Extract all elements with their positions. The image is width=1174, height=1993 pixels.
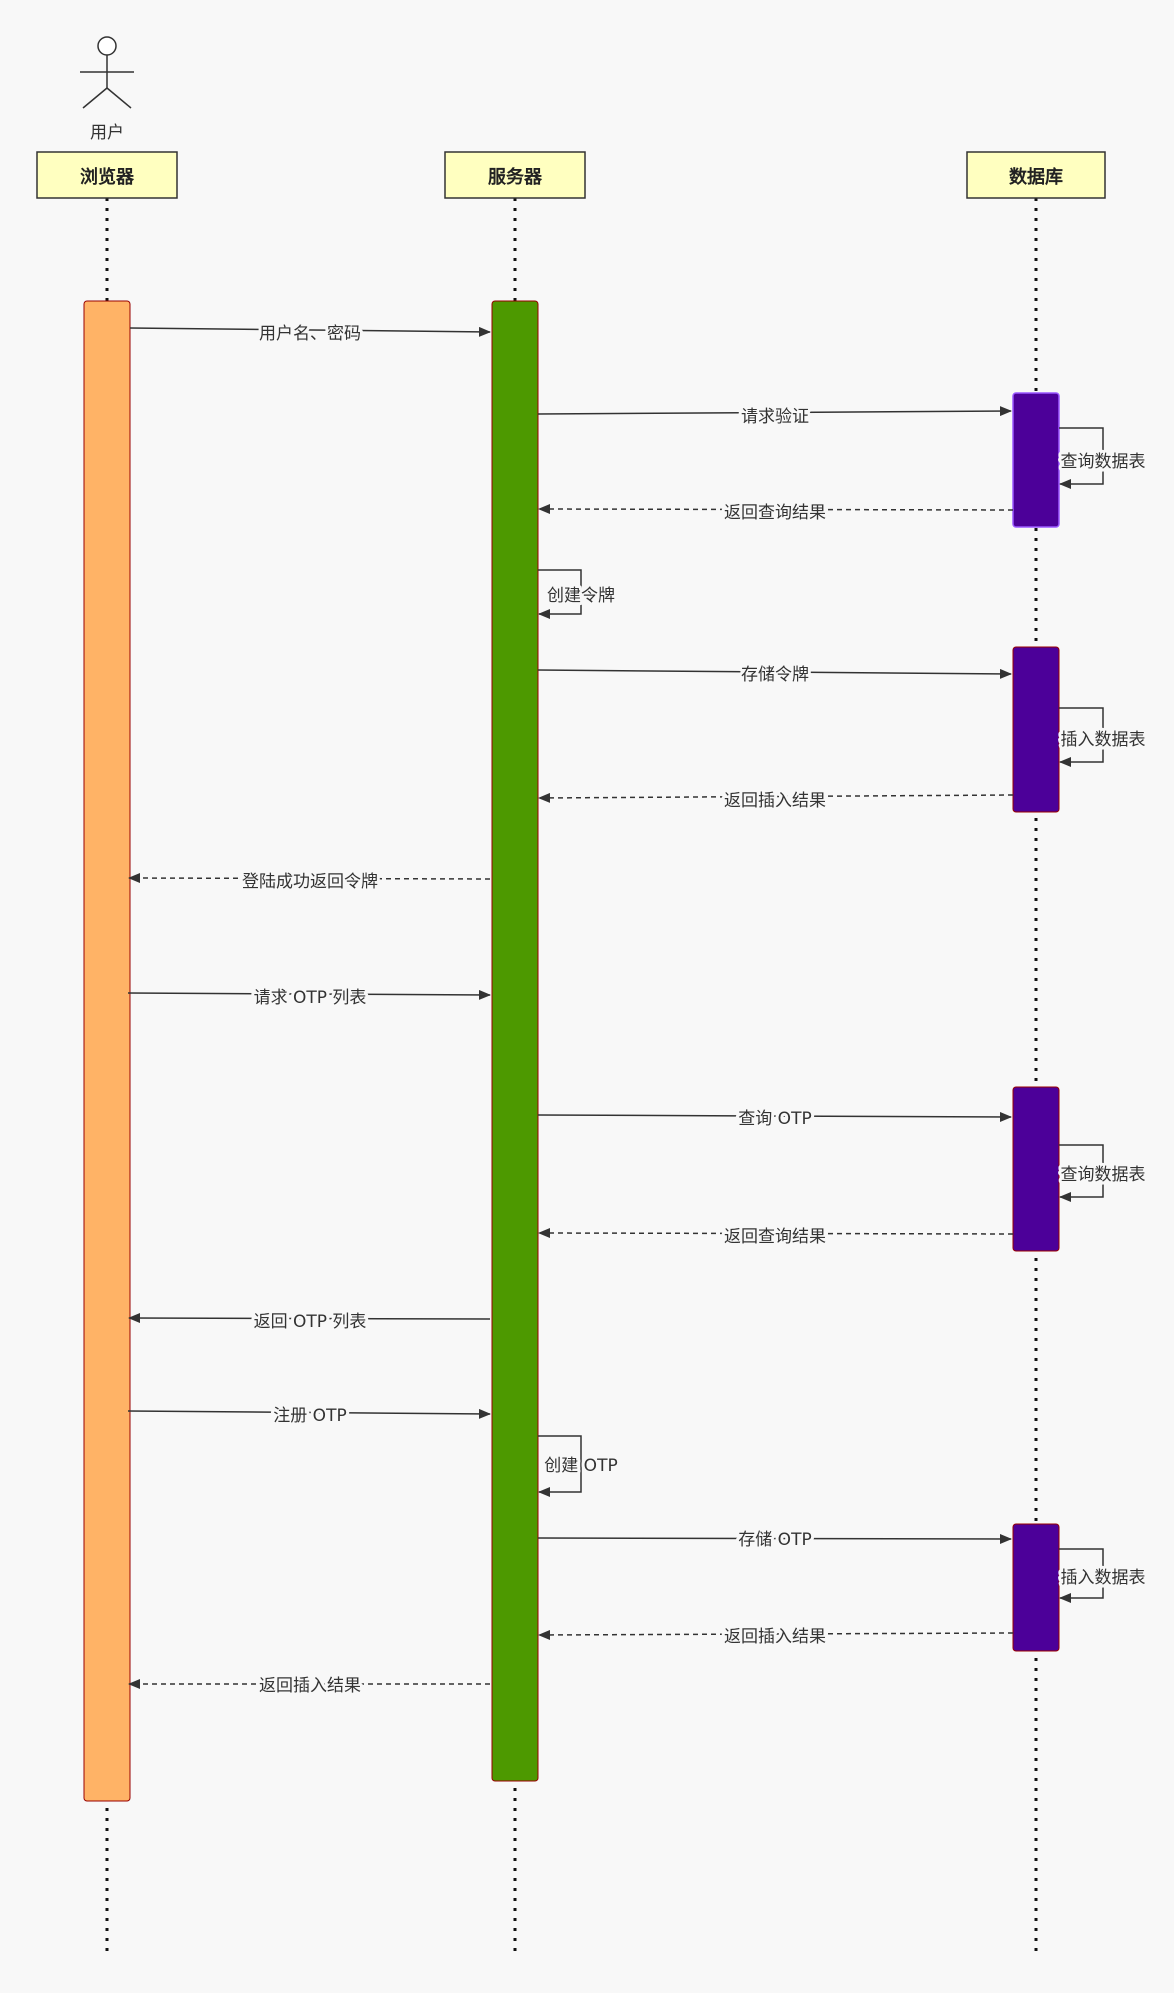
message-19: 返回插入结果: [538, 1624, 1014, 1650]
message-arrow: [128, 873, 491, 884]
message-label: 查询 OTP: [738, 1109, 811, 1129]
message-arrow: [129, 326, 491, 337]
message-label: 返回 OTP 列表: [254, 1312, 367, 1332]
participant-database: 数据库: [966, 151, 1106, 199]
message-18: 插入数据表: [1058, 1548, 1149, 1603]
message-4: 返回查询结果: [538, 500, 1014, 526]
message-12: 查询数据表: [1058, 1144, 1149, 1202]
self-message-label: 查询数据表: [1061, 452, 1146, 472]
message-label: 注册 OTP: [273, 1406, 346, 1426]
message-2: 请求验证: [537, 404, 1012, 430]
message-arrow: [538, 1629, 1014, 1640]
browser-activation-bar: [83, 300, 131, 1802]
database-activation-bar-2: [1012, 646, 1060, 813]
message-17: 存储 OTP: [537, 1527, 1012, 1553]
message-20: 返回插入结果: [128, 1673, 490, 1699]
message-14: 返回 OTP 列表: [128, 1309, 491, 1335]
database-activation-bar-4: [1012, 1523, 1060, 1652]
self-message-arrow: [538, 1435, 582, 1497]
message-7: 插入数据表: [1058, 707, 1149, 767]
message-5: 创建令牌: [538, 569, 618, 619]
lifelines: [105, 198, 1038, 1955]
message-arrow: [537, 668, 1012, 679]
message-label: 返回查询结果: [724, 1227, 826, 1247]
message-10: 请求 OTP 列表: [127, 985, 491, 1011]
stick-figure-user-icon: [80, 36, 134, 109]
message-arrow: [537, 1533, 1012, 1544]
participant-server-label: 服务器: [488, 166, 543, 188]
message-3: 查询数据表: [1058, 427, 1149, 489]
message-label: 返回插入结果: [724, 791, 826, 811]
message-arrow: [538, 792, 1014, 803]
participant-database-box: [966, 151, 1106, 199]
self-message-label: 查询数据表: [1061, 1165, 1146, 1185]
message-16: 创建 OTP: [538, 1435, 621, 1497]
message-label: 请求验证: [741, 407, 809, 427]
self-message-arrow: [1059, 1548, 1104, 1603]
self-message-arrow: [1059, 1144, 1104, 1202]
message-label: 存储令牌: [741, 665, 809, 685]
message-13: 返回查询结果: [538, 1224, 1014, 1250]
self-message-label: 插入数据表: [1061, 730, 1146, 750]
user-actor: 用户: [80, 36, 134, 143]
actor-label: 用户: [90, 123, 124, 143]
message-arrow: [537, 1111, 1012, 1122]
self-message-arrow: [1059, 427, 1104, 489]
database-activation-bar-3: [1012, 1086, 1060, 1252]
message-arrow: [538, 504, 1014, 515]
self-message-label: 创建令牌: [547, 586, 615, 606]
message-arrow: [128, 1313, 491, 1324]
message-11: 查询 OTP: [537, 1106, 1012, 1132]
messages: 用户名、密码请求验证查询数据表返回查询结果创建令牌存储令牌插入数据表返回插入结果…: [127, 321, 1149, 1699]
message-6: 存储令牌: [537, 662, 1012, 688]
database-activation-bar-1: [1012, 392, 1060, 528]
participant-browser-label: 浏览器: [80, 166, 135, 188]
message-arrow: [537, 406, 1012, 417]
self-message-arrow: [1059, 707, 1104, 767]
message-label: 用户名、密码: [259, 324, 361, 344]
message-label: 返回查询结果: [724, 503, 826, 523]
message-8: 返回插入结果: [538, 788, 1014, 814]
self-message-label: 插入数据表: [1061, 1568, 1146, 1588]
activation-bars: [83, 300, 1060, 1802]
message-arrow: [127, 989, 491, 1000]
message-1: 用户名、密码: [129, 321, 491, 347]
message-9: 登陆成功返回令牌: [128, 869, 491, 895]
self-message-arrow: [538, 569, 582, 619]
message-arrow: [538, 1228, 1014, 1239]
server-activation-bar: [491, 300, 539, 1782]
participant-browser: 浏览器: [36, 151, 178, 199]
participant-server-box: [444, 151, 586, 199]
participant-browser-box: [36, 151, 178, 199]
message-label: 登陆成功返回令牌: [242, 872, 378, 892]
participant-database-label: 数据库: [1009, 166, 1063, 188]
message-label: 请求 OTP 列表: [254, 988, 367, 1008]
message-arrow: [127, 1408, 491, 1419]
message-label: 返回插入结果: [724, 1627, 826, 1647]
message-label: 存储 OTP: [738, 1530, 811, 1550]
self-message-label: 创建 OTP: [544, 1456, 617, 1476]
message-label: 返回插入结果: [259, 1676, 361, 1696]
message-15: 注册 OTP: [127, 1403, 491, 1429]
participant-server: 服务器: [444, 151, 586, 199]
